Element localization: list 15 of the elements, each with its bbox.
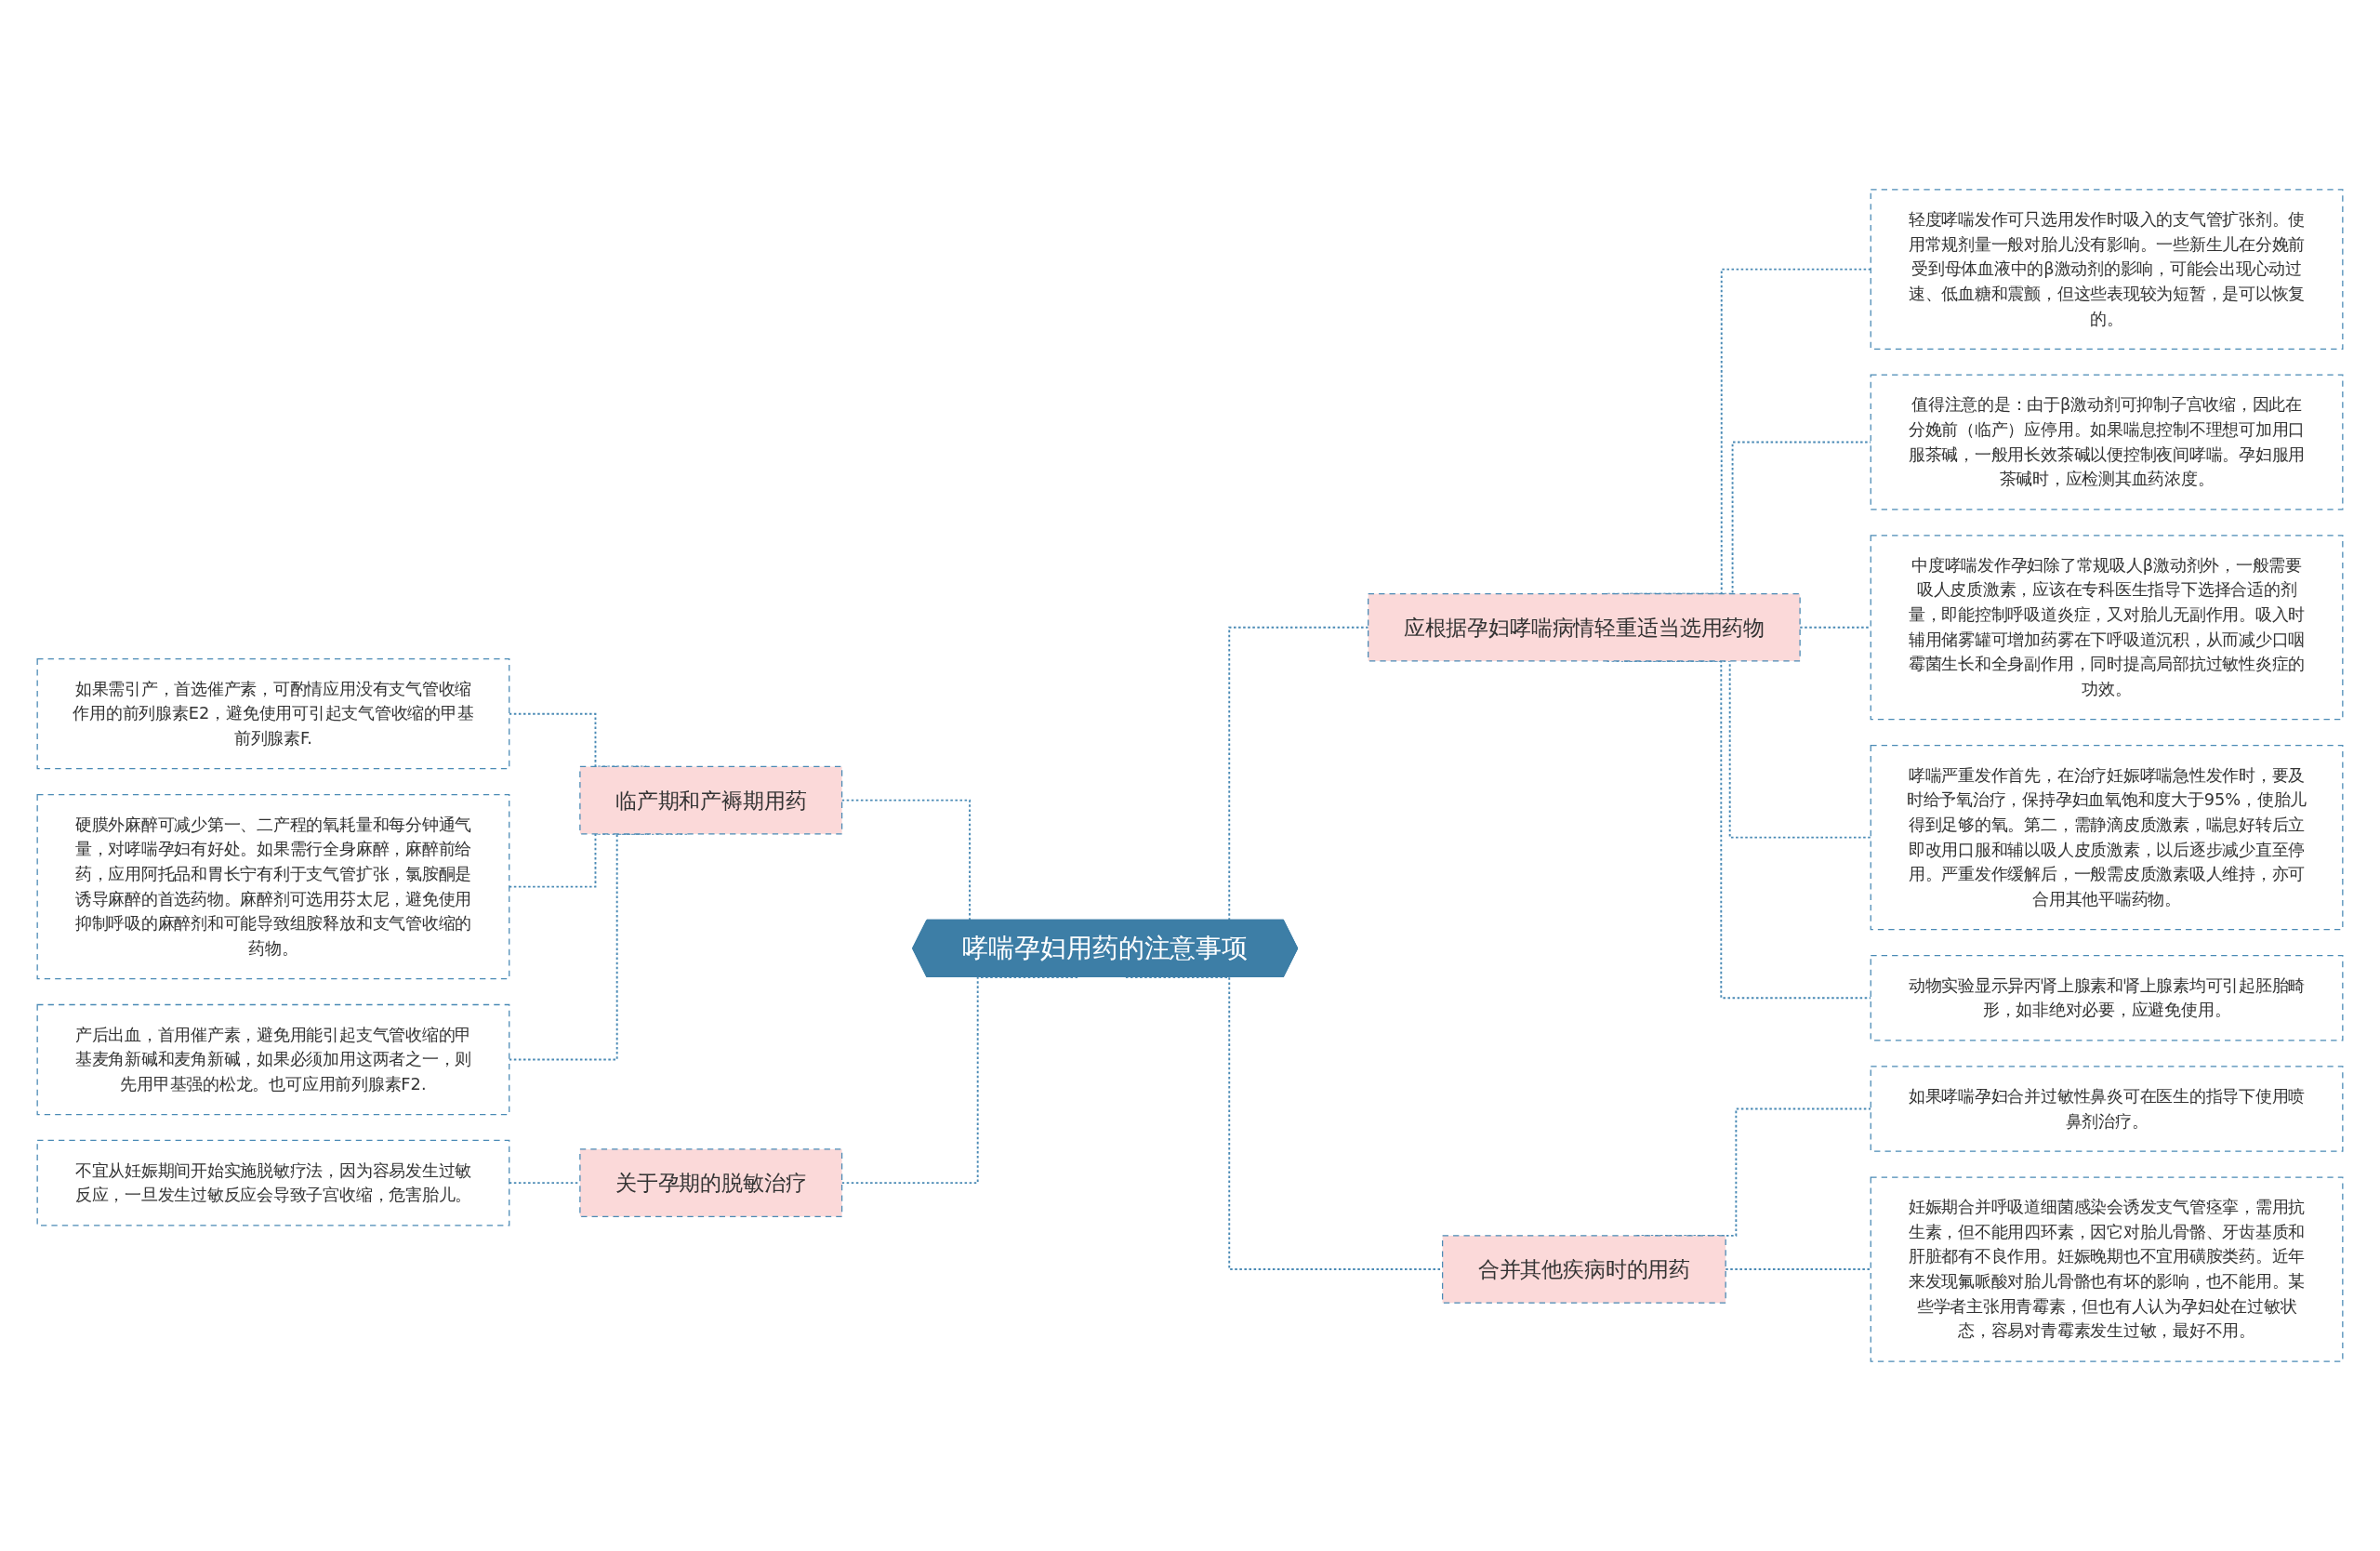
node-box: 中度哮喘发作孕妇除了常规吸人β激动剂外，一般需要吸人皮质激素，应该在专科医生指导下选择合适的剂量，即能控制呼吸道炎症，又对胎儿无副作用。吸入时辅用储雾罐可增加药雾在下呼吸道沉积，从而减少口咽霉菌生长和全身副作用，同时提高局部抗过敏性炎症的功效。 xyxy=(1870,535,2344,721)
node-box: 关于孕期的脱敏治疗 xyxy=(579,1148,843,1217)
node-box: 临产期和产褥期用药 xyxy=(579,765,843,835)
node-box: 如果需引产，首选催产素，可酌情应用没有支气管收缩作用的前列腺素E2，避免使用可引起支气管收缩的甲基前列腺素F. xyxy=(36,658,510,770)
node-box: 哮喘严重发作首先，在治疗妊娠哮喘急性发作时，要及时给予氧治疗，保持孕妇血氧饱和度大于95%，使胎儿得到足够的氧。第二，需静滴皮质激素，喘息好转后立即改用口服和辅以吸人皮质激素，以后逐步减少直至停用。严重发作缓解后，一般需皮质激素吸人维持，亦可合用其他平喘药物。 xyxy=(1870,745,2344,931)
node-box: 合并其他疾病时的用药 xyxy=(1442,1235,1726,1304)
node-box: 妊娠期合并呼吸道细菌感染会诱发支气管痉挛，需用抗生素，但不能用四环素，因它对胎儿骨骼、牙齿基质和肝脏都有不良作用。妊娠晚期也不宜用磺胺类药。近年来发现氟哌酸对胎儿骨骼也有坏的影响，也不能用。某些学者主张用青霉素，但也有人认为孕妇处在过敏状态，容易对青霉素发生过敏，最好不用。 xyxy=(1870,1176,2344,1362)
node-box: 如果哮喘孕妇合并过敏性鼻炎可在医生的指导下使用喷鼻剂治疗。 xyxy=(1870,1066,2344,1152)
node-box: 硬膜外麻醉可减少第一、二产程的氧耗量和每分钟通气量，对哮喘孕妇有好处。如果需行全身麻醉，麻醉前给药，应用阿托品和胃长宁有利于支气管扩张，氯胺酮是诱导麻醉的首选药物。麻醉剂可选用芬太尼，避免使用抑制呼吸的麻醉剂和可能导致组胺释放和支气管收缩的药物。 xyxy=(36,794,510,980)
node-box: 动物实验显示异丙肾上腺素和肾上腺素均可引起胚胎畸形，如非绝对必要，应避免使用。 xyxy=(1870,954,2344,1041)
node-box: 应根据孕妇哮喘病情轻重适当选用药物 xyxy=(1368,592,1801,662)
node-box: 轻度哮喘发作可只选用发作时吸入的支气管扩张剂。使用常规剂量一般对胎儿没有影响。一些新生儿在分娩前受到母体血液中的β激动剂的影响，可能会出现心动过速、低血糖和震颤，但这些表现较为短暂，是可以恢复的。 xyxy=(1870,189,2344,350)
node-box: 值得注意的是：由于β激动剂可抑制子宫收缩，因此在分娩前（临产）应停用。如果喘息控制不理想可加用口服茶碱，一般用长效茶碱以便控制夜间哮喘。孕妇服用茶碱时，应检测其血药浓度。 xyxy=(1870,374,2344,510)
node-box: 不宜从妊娠期间开始实施脱敏疗法，因为容易发生过敏反应，一旦发生过敏反应会导致子宫收缩，危害胎儿。 xyxy=(36,1139,510,1226)
node-box: 产后出血，首用催产素，避免用能引起支气管收缩的甲基麦角新碱和麦角新碱，如果必须加用这两者之一，则先用甲基强的松龙。也可应用前列腺素F2. xyxy=(36,1003,510,1116)
